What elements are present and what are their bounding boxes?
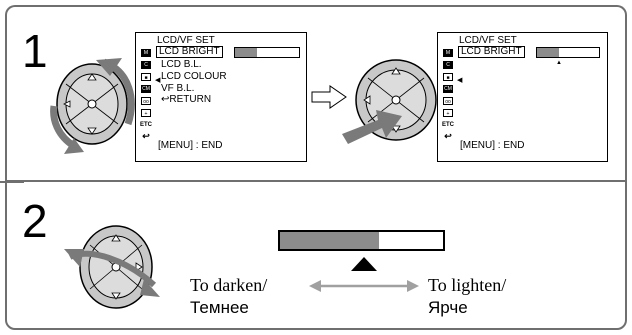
cursor-arrow-icon: ◀ xyxy=(457,77,463,84)
darken-label: To darken/ xyxy=(190,275,268,295)
tape-icon: oo xyxy=(443,97,453,105)
display-menu-icon: ■ xyxy=(141,73,151,81)
return-arrow-icon: ↩ xyxy=(161,94,170,105)
tape-menu-icon: C xyxy=(443,61,453,69)
menu-end-hint: [MENU] : END xyxy=(158,140,223,151)
next-arrow-icon xyxy=(311,85,347,109)
battery-icon: + xyxy=(141,109,151,117)
step1-number: 1 xyxy=(22,25,48,77)
divider-line xyxy=(0,181,24,183)
darken-label-ru: Темнее xyxy=(190,298,249,317)
press-arrow xyxy=(342,110,402,144)
brightness-bar-fill xyxy=(280,232,380,249)
level-marker-icon: ▲ xyxy=(556,60,562,66)
control-dial-rotate xyxy=(50,58,135,154)
dial-body xyxy=(355,59,437,141)
menu-title: LCD/VF SET xyxy=(157,35,215,46)
lcd-screen-menu: LCD/VF SET M C ■ CM oo + ETC ↩ ◀ LCD BRI… xyxy=(135,32,307,162)
menu-item-lcd-bright: LCD BRIGHT xyxy=(156,46,223,58)
menu-item-lcd-bl: LCD B.L. xyxy=(161,59,202,70)
dial-body xyxy=(79,225,153,309)
dial-body xyxy=(56,63,128,145)
menu-item-lcd-bright: LCD BRIGHT xyxy=(458,46,525,58)
lighten-label-ru: Ярче xyxy=(428,298,468,317)
brightness-bar xyxy=(278,230,445,251)
rotate-arrow-lower xyxy=(50,105,77,149)
lcd-screen-adjust: LCD/VF SET M C ■ CM oo + ETC ↩ ◀ LCD BRI… xyxy=(437,32,608,162)
menu-end-hint: [MENU] : END xyxy=(460,140,525,151)
lcd-bright-bar xyxy=(536,47,600,58)
lighten-label: To lighten/ xyxy=(428,275,507,295)
camera-menu-icon: M xyxy=(141,49,151,57)
clock-menu-icon: CM xyxy=(443,85,453,93)
tape-menu-icon: C xyxy=(141,61,151,69)
battery-icon: + xyxy=(443,109,453,117)
etc-icon: ETC xyxy=(442,122,454,128)
display-menu-icon: ■ xyxy=(443,73,453,81)
return-icon: ↩ xyxy=(444,131,452,141)
return-label: RETURN xyxy=(169,94,212,105)
control-dial-press xyxy=(342,59,437,144)
return-icon: ↩ xyxy=(142,131,150,141)
step2-number: 2 xyxy=(22,195,48,247)
menu-item-lcd-colour: LCD COLOUR xyxy=(161,71,227,82)
camera-menu-icon: M xyxy=(443,49,453,57)
lcd-bright-bar xyxy=(234,47,300,58)
double-arrow-icon xyxy=(309,280,419,292)
clock-menu-icon: CM xyxy=(141,85,151,93)
tape-icon: oo xyxy=(141,97,151,105)
bar-fill xyxy=(537,48,559,57)
menu-item-return: ↩RETURN xyxy=(161,95,211,105)
menu-title: LCD/VF SET xyxy=(459,35,517,46)
control-dial-turn xyxy=(64,225,160,309)
level-marker-icon xyxy=(351,257,377,271)
cursor-arrow-icon: ◀ xyxy=(155,77,161,84)
etc-icon: ETC xyxy=(140,122,152,128)
bar-fill xyxy=(235,48,258,57)
menu-item-vf-bl: VF B.L. xyxy=(161,83,195,94)
